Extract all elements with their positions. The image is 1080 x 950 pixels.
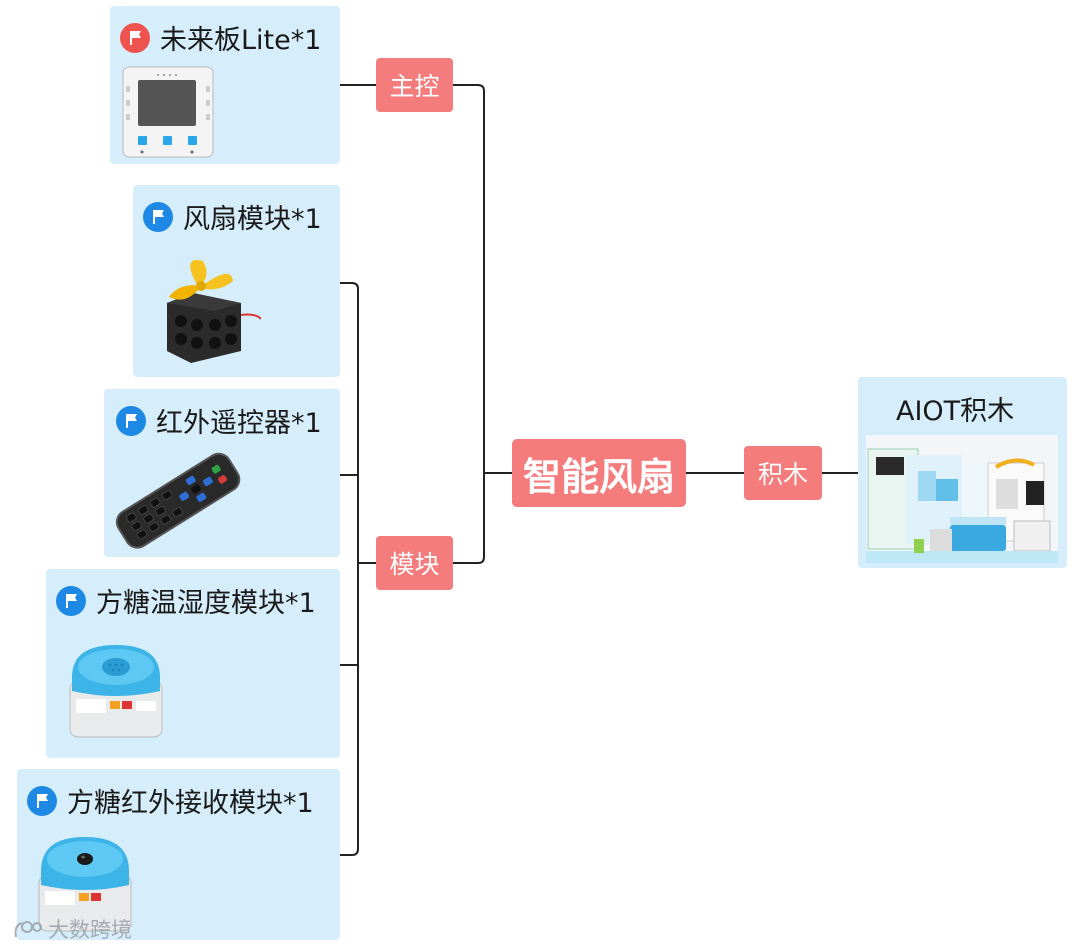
node-title-aiot-blocks: AIOT积木 [896,396,1015,427]
watermark: 大数跨境 [12,914,132,944]
node-title-remote: 红外遥控器*1 [156,408,322,439]
tag-modules: 模块 [376,536,453,590]
node-title-ir-receiver: 方糖红外接收模块*1 [67,788,314,819]
aiot-blocks-image [866,435,1058,563]
flag-blue-icon [27,785,57,816]
fan-module-image [167,260,261,363]
tag-main-control: 主控 [376,58,453,112]
ir-receiver-module-image [38,837,132,932]
watermark-logo-icon [14,921,42,938]
temp-humidity-module-image [69,645,163,738]
board-image [122,66,214,158]
flag-blue-icon [143,201,173,232]
flag-blue-icon [116,405,146,436]
tag-blocks: 积木 [744,446,822,500]
node-card-ir-receiver[interactable]: 方糖红外接收模块*1 [17,769,340,940]
node-card-aiot-blocks[interactable]: AIOT积木 [858,377,1067,568]
central-topic[interactable]: 智能风扇 [512,439,686,507]
node-card-temp-humidity[interactable]: 方糖温湿度模块*1 [46,569,340,758]
ir-remote-image [115,452,241,549]
flag-red-icon [120,22,150,53]
node-card-board[interactable]: 未来板Lite*1 [110,6,340,164]
watermark-text: 大数跨境 [48,918,132,942]
node-title-fan: 风扇模块*1 [183,204,322,235]
node-title-temp-humidity: 方糖温湿度模块*1 [96,588,316,619]
node-card-remote[interactable]: 红外遥控器*1 [104,389,340,557]
flag-blue-icon [56,585,86,616]
node-title-board: 未来板Lite*1 [160,25,322,56]
node-card-fan[interactable]: 风扇模块*1 [133,185,340,377]
